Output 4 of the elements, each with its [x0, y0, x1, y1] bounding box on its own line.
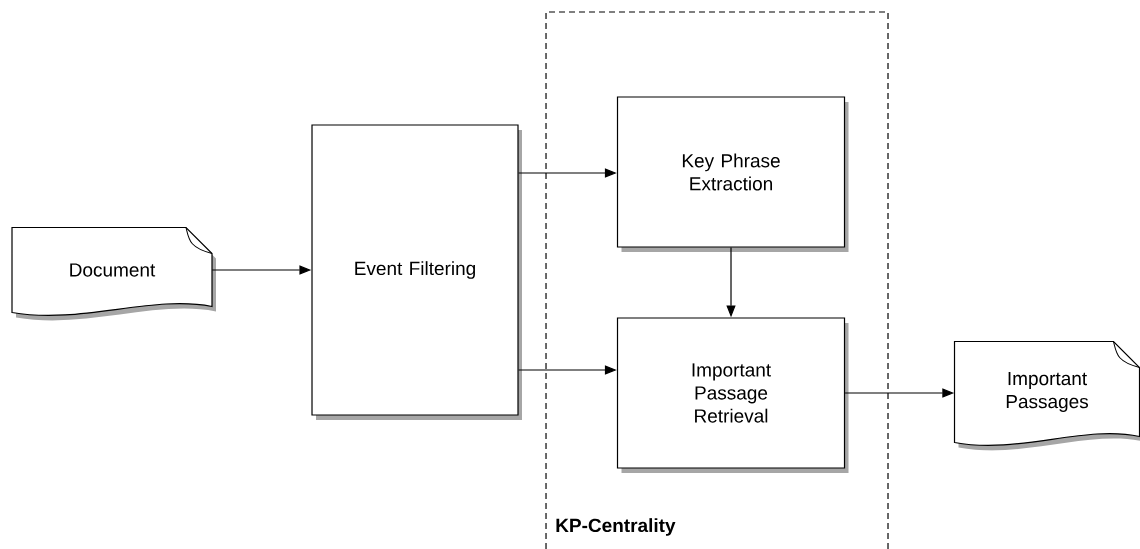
- process-box: Important Passage Retrieval: [616, 317, 849, 473]
- group-label: KP-Centrality: [556, 518, 676, 536]
- process-box: Event Filtering: [311, 124, 522, 420]
- process-box: Key Phrase Extraction: [616, 96, 849, 252]
